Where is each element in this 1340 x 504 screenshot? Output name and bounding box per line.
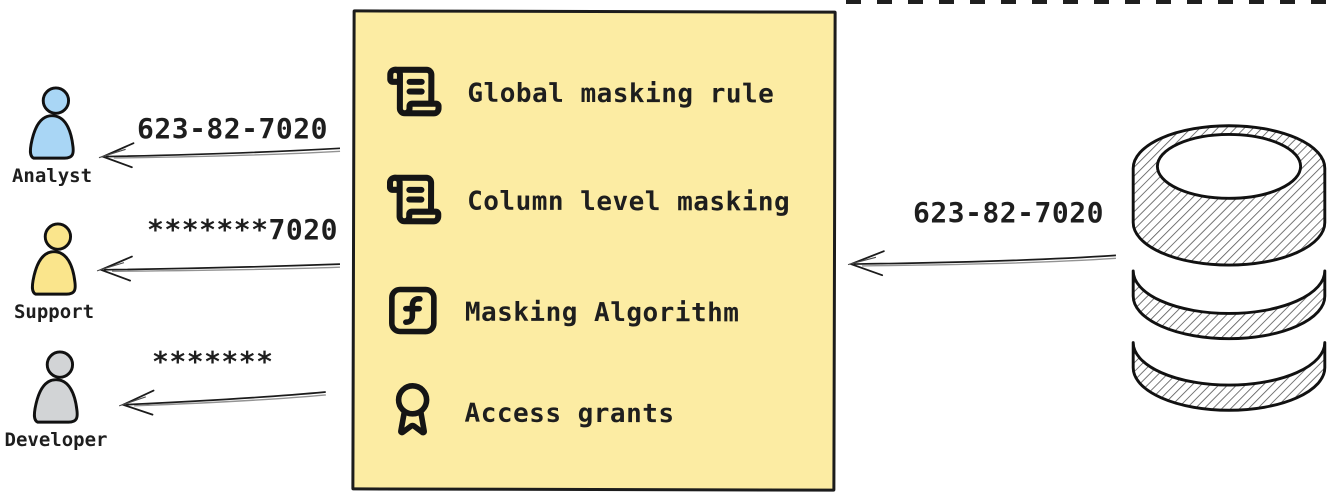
- scroll-text-icon: [385, 170, 443, 232]
- masked-value-support: *******7020: [147, 213, 338, 246]
- actor-label: Support: [13, 301, 95, 323]
- box-row-masking-algorithm: Masking Algorithm: [385, 282, 740, 343]
- cropped-dashed-edge: [846, 0, 1340, 4]
- actor-label: Developer: [4, 429, 108, 451]
- masked-value-developer: *******: [152, 345, 274, 378]
- actor-developer: Developer: [4, 350, 108, 451]
- function-square-icon: [385, 282, 441, 342]
- actor-analyst: Analyst: [0, 86, 104, 187]
- box-item-label: Column level masking: [467, 186, 791, 218]
- box-item-label: Access grants: [464, 398, 675, 430]
- actor-support: Support: [2, 222, 106, 323]
- box-item-label: Global masking rule: [467, 78, 775, 110]
- box-row-column-level-masking: Column level masking: [385, 170, 790, 233]
- masked-value-analyst: 623-82-7020: [137, 112, 328, 145]
- database-outgoing-value: 623-82-7020: [913, 196, 1104, 229]
- arrow-database-to-box: [840, 245, 1122, 278]
- award-icon: [384, 380, 440, 446]
- person-icon: [32, 350, 79, 424]
- database-icon: [1126, 118, 1332, 422]
- arrow-to-analyst: [90, 137, 348, 171]
- person-icon: [30, 222, 77, 296]
- arrow-to-support: [88, 252, 348, 284]
- box-row-global-masking-rule: Global masking rule: [385, 62, 774, 125]
- masking-rules-box: Global masking rule Column level masking…: [351, 9, 837, 492]
- scroll-text-icon: [385, 62, 443, 124]
- box-row-access-grants: Access grants: [384, 380, 675, 447]
- box-item-label: Masking Algorithm: [464, 297, 740, 329]
- person-icon: [28, 86, 75, 160]
- arrow-to-developer: [109, 381, 332, 421]
- actor-label: Analyst: [11, 165, 93, 187]
